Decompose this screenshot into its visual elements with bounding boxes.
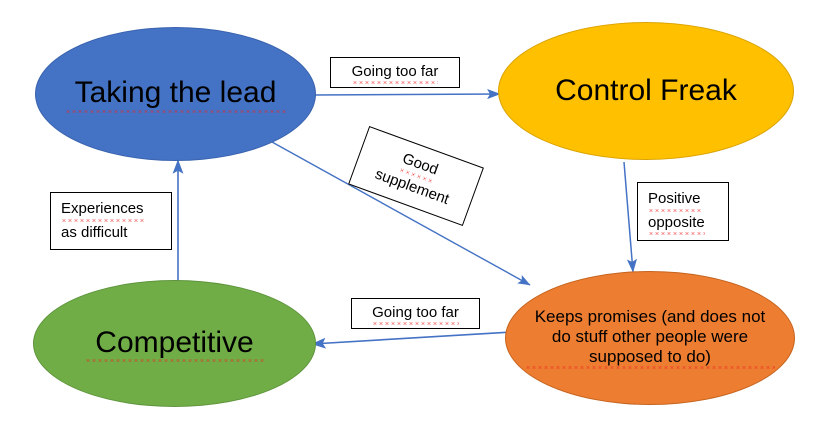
edge-label-positive-opposite[interactable]: Positive opposite [637, 182, 729, 241]
edge-label-text-line2: opposite [648, 211, 705, 236]
edge-control-freak-to-keeps-promises [623, 161, 638, 273]
node-label-control-freak: Control Freak [555, 74, 737, 108]
edge-taking-the-lead-to-keeps-promises [271, 141, 531, 286]
node-label-taking-the-lead: Taking the lead [65, 75, 287, 112]
edge-label-text-line1: Experiences [61, 198, 144, 222]
edge-label-going-too-far-bottom[interactable]: Going too far [351, 298, 480, 329]
node-label-keeps-promises: Keeps promises (and does not do stuff ot… [525, 306, 776, 369]
edge-label-experiences-as-difficult[interactable]: Experiences as difficult [50, 192, 172, 250]
edge-label-text-line2: as difficult [61, 224, 128, 241]
node-label-competitive: Competitive [85, 324, 263, 362]
edge-keeps-promises-to-competitive [311, 331, 513, 349]
edge-label-going-too-far-top[interactable]: Going too far [330, 57, 460, 88]
edge-label-text: Going too far [351, 60, 439, 85]
node-taking-the-lead[interactable]: Taking the lead [35, 27, 316, 161]
node-control-freak[interactable]: Control Freak [498, 22, 794, 160]
edge-taking-the-lead-to-control-freak [313, 88, 501, 100]
edge-label-text-line1: Positive [648, 187, 701, 212]
node-keeps-promises[interactable]: Keeps promises (and does not do stuff ot… [505, 271, 795, 405]
edge-label-text: Going too far [372, 301, 459, 326]
node-competitive[interactable]: Competitive [33, 280, 316, 407]
